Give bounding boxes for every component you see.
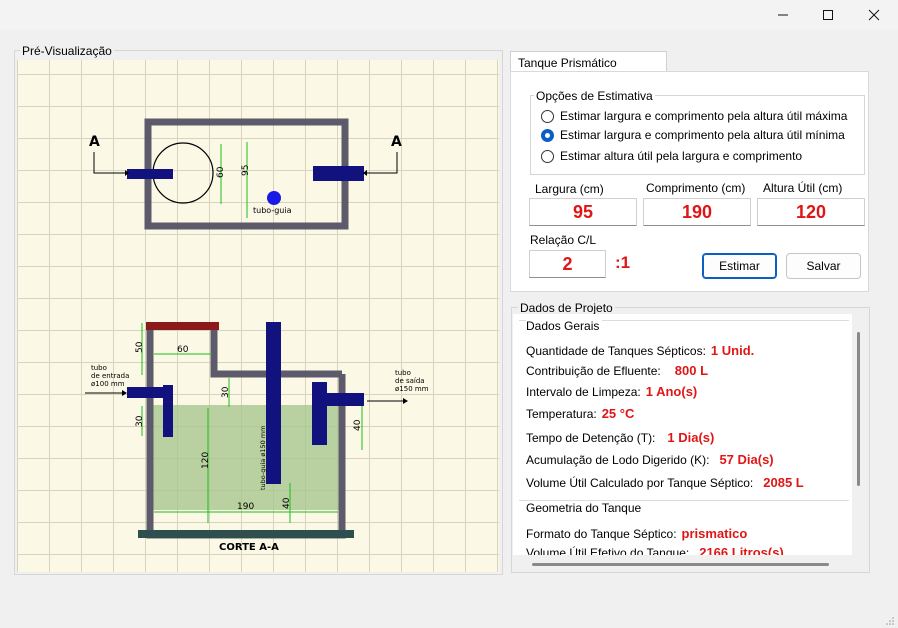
row-value: 800 L xyxy=(674,363,709,378)
vertical-scrollbar[interactable] xyxy=(857,332,860,486)
radio-dot-selected[interactable] xyxy=(541,128,554,142)
guide-tube-label: tubo-guia ø150 mm xyxy=(259,426,267,490)
data-row: Temperatura: 25 °C xyxy=(526,406,634,421)
options-group xyxy=(530,95,865,175)
section-mark-right: A xyxy=(391,134,402,150)
outlet-label-1: tubo xyxy=(395,369,411,377)
row-label: Contribuição de Efluente: xyxy=(526,364,661,378)
resize-grip-icon[interactable] xyxy=(885,615,895,625)
row-label: Intervalo de Limpeza: xyxy=(526,385,641,399)
geometria-header: Geometria do Tanque xyxy=(526,501,645,515)
radio-label: Estimar altura útil pela largura e compr… xyxy=(560,149,803,163)
section-view: 50 60 30 30 40 120 190 40 tubo de entrad… xyxy=(85,322,429,553)
preview-group xyxy=(14,50,503,575)
options-group-label: Opções de Estimativa xyxy=(534,89,655,103)
row-label: Tempo de Detenção (T): xyxy=(526,431,656,445)
data-row: Contribuição de Efluente: 800 L xyxy=(526,363,708,378)
preview-group-label: Pré-Visualização xyxy=(20,44,114,58)
section-dim-50: 50 xyxy=(135,341,145,353)
row-label: Formato do Tanque Séptico: xyxy=(526,527,677,541)
tab-tanque-prismatico[interactable]: Tanque Prismático Retangular xyxy=(510,51,667,84)
data-row: Quantidade de Tanques Sépticos: 1 Unid. xyxy=(526,343,754,358)
comprimento-label: Comprimento (cm) xyxy=(646,181,746,195)
row-value: 57 Dia(s) xyxy=(719,452,774,467)
section-caption: CORTE A-A xyxy=(219,542,279,553)
radio-altura-minima[interactable]: Estimar largura e comprimento pela altur… xyxy=(541,128,845,142)
dados-projeto-panel[interactable]: Dados Gerais Quantidade de Tanques Sépti… xyxy=(513,314,852,555)
data-row: Volume Útil Efetivo do Tanque: 2166 Litro… xyxy=(526,545,784,555)
salvar-button[interactable]: Salvar xyxy=(786,253,861,279)
largura-field[interactable]: 95 xyxy=(529,198,637,226)
row-label: Temperatura: xyxy=(526,407,597,421)
altura-field[interactable]: 120 xyxy=(757,198,865,226)
close-icon[interactable] xyxy=(851,0,897,30)
largura-label: Largura (cm) xyxy=(535,182,604,196)
relacao-field[interactable]: 2 xyxy=(529,250,606,278)
outlet-label-3: ø150 mm xyxy=(395,385,429,393)
section-dim-190: 190 xyxy=(237,502,254,512)
inlet-label-3: ø100 mm xyxy=(91,380,125,388)
row-label: Volume Útil Calculado por Tanque Séptico… xyxy=(526,476,754,490)
data-row: Acumulação de Lodo Digerido (K): 57 Dia(s… xyxy=(526,452,774,467)
section-dim-30-top: 30 xyxy=(221,386,231,398)
row-label: Quantidade de Tanques Sépticos: xyxy=(526,344,706,358)
estimar-button[interactable]: Estimar xyxy=(702,253,777,279)
section-dim-40: 40 xyxy=(353,419,363,431)
inlet-label-1: tubo xyxy=(91,364,107,372)
section-dim-120: 120 xyxy=(201,452,211,469)
row-value: 1 Dia(s) xyxy=(667,430,715,445)
maximize-icon[interactable] xyxy=(805,0,851,30)
plan-view: tubo-guia 60 95 A A xyxy=(89,118,402,230)
title-bar xyxy=(0,0,898,30)
radio-dot[interactable] xyxy=(541,149,554,163)
radio-dot[interactable] xyxy=(541,109,554,123)
data-row: Volume Útil Calculado por Tanque Séptico… xyxy=(526,475,804,490)
radio-altura-maxima[interactable]: Estimar largura e comprimento pela altur… xyxy=(541,109,847,123)
relacao-label: Relação C/L xyxy=(530,233,597,247)
radio-label: Estimar largura e comprimento pela altur… xyxy=(560,109,848,123)
row-value: 25 °C xyxy=(601,406,635,421)
plan-dim-60: 60 xyxy=(216,166,226,178)
plan-tube-label: tubo-guia xyxy=(253,206,292,215)
data-row: Intervalo de Limpeza: 1 Ano(s) xyxy=(526,384,697,399)
section-dim-60: 60 xyxy=(177,345,189,355)
outlet-label-2: de saída xyxy=(395,377,425,385)
radio-label: Estimar largura e comprimento pela altur… xyxy=(560,128,845,142)
dados-projeto-label: Dados de Projeto xyxy=(518,301,615,315)
row-value: 2166 Litros(s) xyxy=(699,545,784,555)
inlet-label-2: de entrada xyxy=(91,372,129,380)
data-row: Formato do Tanque Séptico: prismatico xyxy=(526,526,747,541)
comprimento-field[interactable]: 190 xyxy=(643,198,751,226)
row-value: 1 Unid. xyxy=(710,343,755,358)
radio-altura-util[interactable]: Estimar altura útil pela largura e compr… xyxy=(541,149,802,163)
plan-dim-95: 95 xyxy=(241,165,251,176)
dados-projeto-group xyxy=(511,307,870,573)
section-mark-left: A xyxy=(89,134,100,150)
data-row: Tempo de Detenção (T): 1 Dia(s) xyxy=(526,430,714,445)
section-dim-30-left: 30 xyxy=(135,415,145,427)
row-value: 1 Ano(s) xyxy=(645,384,698,399)
row-label: Acumulação de Lodo Digerido (K): xyxy=(526,453,710,467)
dados-gerais-header: Dados Gerais xyxy=(526,319,603,333)
relacao-suffix: :1 xyxy=(615,253,631,272)
altura-label: Altura Útil (cm) xyxy=(763,181,843,195)
row-value: prismatico xyxy=(681,526,748,541)
row-label: Volume Útil Efetivo do Tanque: xyxy=(526,546,690,555)
minimize-icon[interactable] xyxy=(760,0,806,30)
section-dim-40-bottom: 40 xyxy=(282,497,292,509)
tank-drawing: tubo-guia 60 95 A A 50 xyxy=(85,118,429,553)
preview-canvas: tubo-guia 60 95 A A 50 xyxy=(17,60,499,572)
row-value: 2085 L xyxy=(763,475,804,490)
horizontal-scrollbar[interactable] xyxy=(532,563,829,566)
